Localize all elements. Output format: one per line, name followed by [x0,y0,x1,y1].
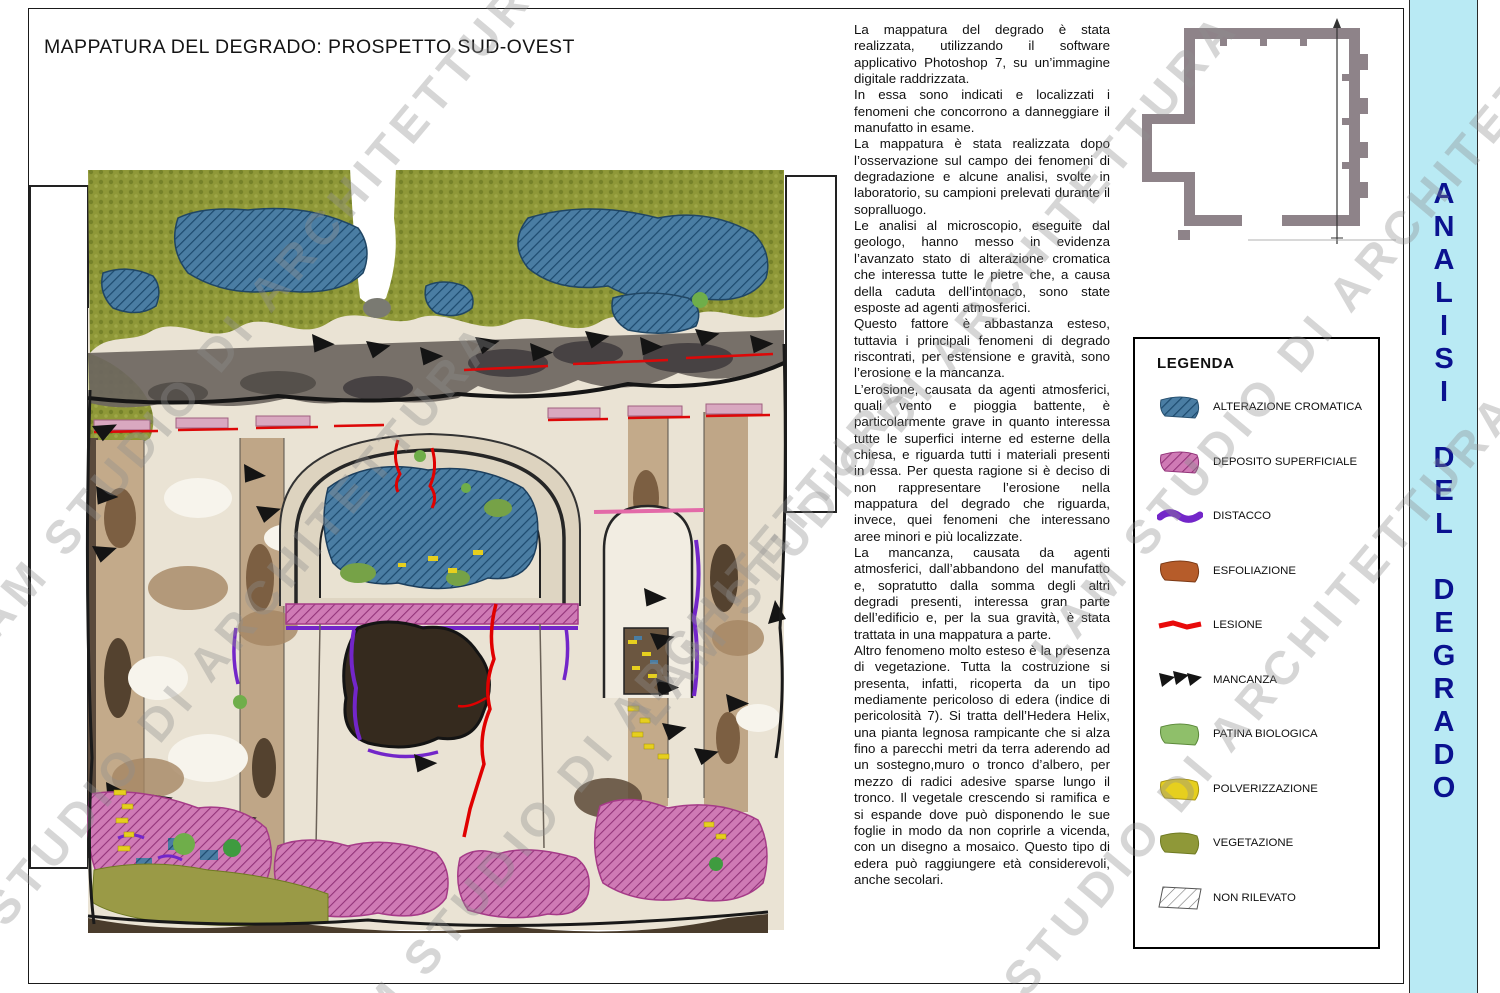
distacco-lines [232,539,701,759]
vegetazione-swatch [1160,832,1200,855]
distacco-swatch [1157,509,1203,523]
patina-blobs [173,292,708,855]
legend-box: LEGENDA ALTERAZIONE CROMATICA DEPOSITO S… [1133,337,1380,949]
legend-item: VEGETAZIONE [1157,828,1370,858]
legend-item: DISTACCO [1157,501,1370,531]
legend-label: MANCANZA [1213,673,1277,686]
legend-label: DISTACCO [1213,510,1272,522]
description-text: La mappatura del degrado è stata realizz… [854,22,1110,888]
central-arch [279,432,581,849]
floor-plan [1142,18,1396,244]
lesione-cracks [393,439,498,838]
esfoliazione-swatch [1160,560,1200,583]
stone-band [87,330,785,408]
degradation-map-drawing [29,168,837,933]
page-title: MAPPATURA DEL DEGRADO: PROSPETTO SUD-OVE… [44,36,575,58]
patina-biologica-swatch [1160,723,1200,746]
legend-label: POLVERIZZAZIONE [1213,782,1318,795]
legend-item: ALTERAZIONE CROMATICA [1157,392,1370,422]
legend-label: DEPOSITO SUPERFICIALE [1213,455,1358,468]
ground-edge [85,343,787,933]
legend-label: NON RILEVATO [1213,891,1296,904]
cornice-lesions [93,352,774,434]
wall-hole [342,620,491,749]
legend-title: LEGENDA [1157,355,1235,372]
legend-item: DEPOSITO SUPERFICIALE [1157,447,1370,477]
mancanza-swatch [1159,670,1202,687]
legend-item: ESFOLIAZIONE [1157,556,1370,586]
paragraph: Altro fenomeno molto esteso è la presenz… [854,643,1110,887]
legend-item: PATINA BIOLOGICA [1157,719,1370,749]
paragraph: In essa sono indicati e localizzati i fe… [854,87,1110,136]
lesione-swatch [1158,620,1202,630]
paragraph: L’erosione, causata da agenti atmosferic… [854,381,1110,544]
alterazione-cromatica-swatch [1160,396,1200,419]
legend-label: ALTERAZIONE CROMATICA [1213,401,1362,413]
legend-label: VEGETAZIONE [1213,837,1294,849]
legend-item: POLVERIZZAZIONE [1157,774,1370,804]
side-wall-sections [29,175,837,869]
deposito-superficiale-swatch [1160,451,1200,474]
section-line [1248,18,1396,244]
side-banner: ANALISI DEL DEGRADO [1409,0,1478,993]
non-rilevato-swatch [1158,885,1202,910]
paragraph: La mappatura del degrado è stata realizz… [854,22,1110,87]
legend-label: LESIONE [1213,619,1263,631]
paragraph: Le analisi al microscopio, eseguite dal … [854,218,1110,315]
paragraph: La mancanza, causata da agenti atmosferi… [854,545,1110,642]
alterazione-cromatica-patches [101,207,769,334]
polverizzazione-flecks [113,705,727,852]
sheet-border [28,8,1404,984]
side-banner-title: ANALISI DEL DEGRADO [1428,178,1460,805]
paragraph: Questo fattore è abbastanza esteso, tutt… [854,316,1110,381]
polverizzazione-swatch [1160,778,1200,801]
legend-label: ESFOLIAZIONE [1213,564,1296,577]
paragraph: La mappatura è stata realizzata dopo l’o… [854,136,1110,217]
legend-label: PATINA BIOLOGICA [1213,728,1318,740]
legend-item: MANCANZA [1157,665,1370,695]
legend-item: LESIONE [1157,610,1370,640]
legend-item: NON RILEVATO [1157,883,1370,913]
